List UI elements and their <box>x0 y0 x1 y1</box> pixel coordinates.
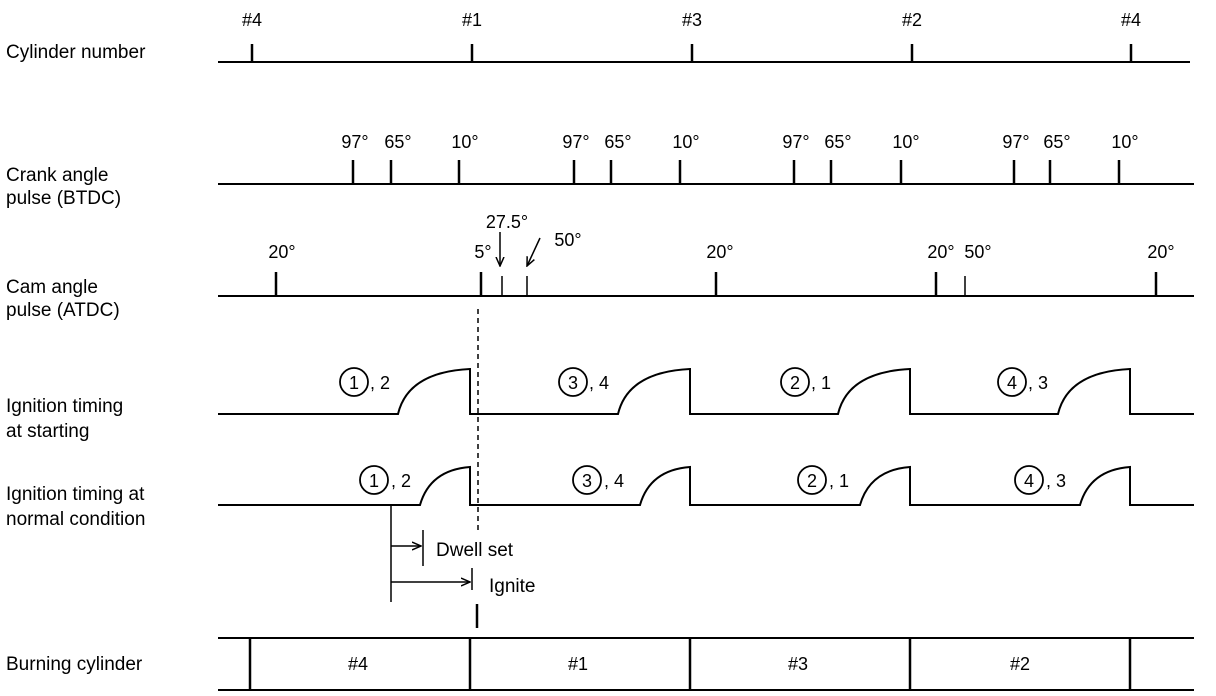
circled-number-icon <box>558 367 588 397</box>
cam-mark: 20° <box>268 242 295 262</box>
cylinder-mark: #3 <box>682 10 702 30</box>
cam-mark: 50° <box>554 230 581 250</box>
cylinder-mark: #4 <box>1121 10 1141 30</box>
cam-mark: 27.5° <box>486 212 528 232</box>
crank-mark: 10° <box>892 132 919 152</box>
crank-mark: 10° <box>1111 132 1138 152</box>
dwell-ignite-annotation <box>390 505 479 628</box>
pulse-second-number: , 1 <box>811 373 831 393</box>
burning-cell: #4 <box>348 654 368 674</box>
circled-number: 3 <box>568 373 578 393</box>
circled-number-icon <box>1014 465 1044 495</box>
circled-number-icon <box>572 465 602 495</box>
crank-mark: 10° <box>672 132 699 152</box>
circled-number-icon <box>997 367 1027 397</box>
cylinder-number-label: Cylinder number <box>6 42 146 63</box>
pulse-second-number: , 3 <box>1046 471 1066 491</box>
pulse-second-number: , 4 <box>589 373 609 393</box>
burning-cell: #3 <box>788 654 808 674</box>
circled-number-icon <box>797 465 827 495</box>
dwell-set-label: Dwell set <box>436 540 514 561</box>
cam-mark: 5° <box>474 242 491 262</box>
circled-number: 3 <box>582 471 592 491</box>
crank-mark: 97° <box>1002 132 1029 152</box>
cam-mark: 20° <box>706 242 733 262</box>
circled-number: 1 <box>369 471 379 491</box>
burning-cylinder-bar <box>218 637 1194 691</box>
circled-number: 2 <box>807 471 817 491</box>
crank-mark: 97° <box>341 132 368 152</box>
crank-mark: 65° <box>604 132 631 152</box>
burning-cylinder-label: Burning cylinder <box>6 654 143 675</box>
cam-angle-label-line2: pulse (ATDC) <box>6 300 120 321</box>
crank-mark: 97° <box>562 132 589 152</box>
cylinder-number-track <box>218 44 1190 63</box>
cylinder-mark: #4 <box>242 10 262 30</box>
cam-mark: 20° <box>1147 242 1174 262</box>
crank-mark: 65° <box>824 132 851 152</box>
burning-cell: #1 <box>568 654 588 674</box>
ignition-starting-waveform <box>218 367 1194 415</box>
pulse-second-number: , 1 <box>829 471 849 491</box>
crank-mark: 10° <box>451 132 478 152</box>
circled-number-icon <box>339 367 369 397</box>
cam-angle-track <box>218 232 1194 297</box>
pulse-second-number: , 4 <box>604 471 624 491</box>
circled-number: 1 <box>349 373 359 393</box>
crank-angle-label-line2: pulse (BTDC) <box>6 188 121 209</box>
ignition-starting-label-line1: Ignition timing <box>6 396 123 417</box>
crank-mark: 65° <box>1043 132 1070 152</box>
circled-number: 4 <box>1007 373 1017 393</box>
crank-angle-label-line1: Crank angle <box>6 165 108 186</box>
crank-angle-track <box>218 160 1194 185</box>
ignition-starting-label-line2: at starting <box>6 421 89 442</box>
cam-angle-label-line1: Cam angle <box>6 277 98 298</box>
circled-number: 2 <box>790 373 800 393</box>
ignition-normal-waveform <box>218 465 1194 506</box>
crank-mark: 97° <box>782 132 809 152</box>
cylinder-mark: #2 <box>902 10 922 30</box>
pulse-second-number: , 2 <box>391 471 411 491</box>
burning-cell: #2 <box>1010 654 1030 674</box>
ignite-label: Ignite <box>489 576 535 597</box>
cylinder-mark: #1 <box>462 10 482 30</box>
circled-number-icon <box>780 367 810 397</box>
circled-number: 4 <box>1024 471 1034 491</box>
cam-mark: 20° <box>927 242 954 262</box>
pulse-second-number: , 2 <box>370 373 390 393</box>
ignition-normal-label-line2: normal condition <box>6 509 145 530</box>
pulse-second-number: , 3 <box>1028 373 1048 393</box>
crank-mark: 65° <box>384 132 411 152</box>
ignition-normal-label-line1: Ignition timing at <box>6 484 145 505</box>
cam-mark: 50° <box>964 242 991 262</box>
circled-number-icon <box>359 465 389 495</box>
